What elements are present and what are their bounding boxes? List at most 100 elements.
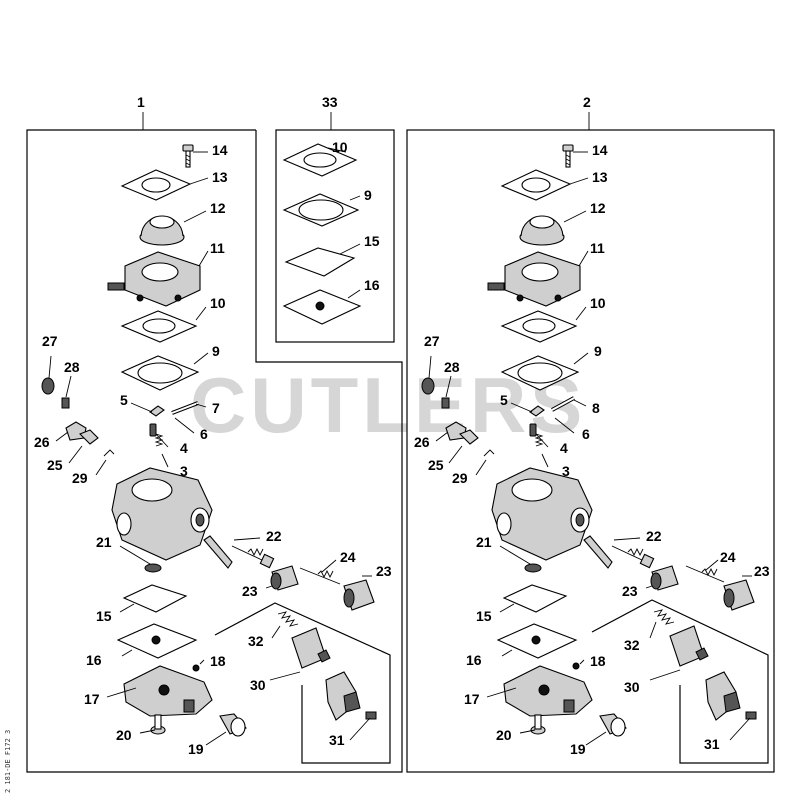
group-label-1: 1	[137, 94, 145, 110]
spring-part	[277, 611, 299, 627]
purge-bulb-part	[139, 215, 185, 246]
callout-20: 20	[116, 727, 132, 743]
pin-part	[171, 401, 199, 415]
plug-part	[219, 713, 247, 737]
limiter-cap-part	[650, 565, 679, 591]
callout-22: 22	[646, 528, 662, 544]
callout-27: 27	[42, 333, 58, 349]
callout-31: 31	[704, 736, 720, 752]
cover-part	[503, 665, 593, 717]
callout-18: 18	[590, 653, 606, 669]
valve-part	[669, 625, 709, 667]
gasket-part	[120, 355, 200, 391]
callout-29: 29	[452, 470, 468, 486]
callout-3: 3	[562, 463, 570, 479]
gasket-part	[282, 193, 360, 227]
callout-9: 9	[594, 343, 602, 359]
callout-15: 15	[96, 608, 112, 624]
callout-19: 19	[188, 741, 204, 757]
choke-lever-part	[705, 671, 741, 721]
diaphragm-part	[500, 310, 578, 343]
callout-8: 8	[592, 400, 600, 416]
diaphragm-part	[496, 623, 578, 659]
callout-4: 4	[180, 440, 188, 456]
limiter-cap-part	[723, 579, 755, 611]
callout-30: 30	[624, 679, 640, 695]
limiter-cap-part	[270, 565, 299, 591]
carburetor-assembly-2: 14 13 12 11 10 9 27 28 5 8 6 26 4 25 3 2…	[414, 142, 770, 764]
callout-10: 10	[210, 295, 226, 311]
callout-22: 22	[266, 528, 282, 544]
diaphragm-part	[282, 143, 358, 177]
fuel-fitting-part	[421, 377, 495, 457]
callout-23: 23	[242, 583, 258, 599]
callout-20: 20	[496, 727, 512, 743]
callout-4: 4	[560, 440, 568, 456]
group-label-2: 2	[583, 94, 591, 110]
callout-14: 14	[592, 142, 608, 158]
callout-24: 24	[720, 549, 736, 565]
diaphragm-part	[282, 289, 362, 325]
callout-32: 32	[624, 637, 640, 653]
adjusting-screw-part	[611, 545, 655, 569]
screw-part	[745, 711, 757, 720]
housing-part	[491, 467, 613, 569]
callout-23: 23	[376, 563, 392, 579]
callout-25: 25	[47, 457, 63, 473]
callout-5: 5	[500, 392, 508, 408]
callout-11: 11	[210, 240, 225, 256]
choke-lever-part	[325, 671, 361, 721]
callout-10: 10	[590, 295, 606, 311]
callout-14: 14	[212, 142, 228, 158]
callout-7: 7	[212, 400, 220, 416]
frame-group-1: 1	[26, 94, 403, 773]
screw-part	[150, 714, 166, 735]
needle-part	[529, 423, 537, 437]
housing-part	[111, 467, 233, 569]
callout-6: 6	[582, 426, 590, 442]
callout-26: 26	[414, 434, 430, 450]
limiter-cap-part	[343, 579, 375, 611]
adjusting-screw-part	[299, 567, 341, 585]
leader-lines	[48, 151, 372, 746]
callout-25: 25	[428, 457, 444, 473]
gasket-part	[284, 247, 356, 277]
pump-cover-part	[487, 251, 581, 307]
screw-part	[365, 711, 377, 720]
screw-part	[182, 144, 194, 168]
gasket-kit-33: 10 9 15 16	[282, 139, 380, 325]
valve-part	[291, 627, 331, 669]
diaphragm-part	[116, 623, 198, 659]
carburetor-parts-2	[421, 144, 757, 746]
frame-group-2: 2	[406, 94, 775, 773]
diaphragm-part	[120, 310, 198, 343]
callout-9: 9	[364, 187, 372, 203]
purge-bulb-part	[519, 215, 565, 246]
adjusting-screw-part	[231, 545, 275, 569]
callout-15: 15	[364, 233, 380, 249]
callout-28: 28	[64, 359, 80, 375]
needle-part	[149, 423, 157, 437]
callout-13: 13	[592, 169, 608, 185]
cover-part	[123, 665, 213, 717]
callout-16: 16	[86, 652, 102, 668]
screw-part	[530, 714, 546, 735]
callout-19: 19	[570, 741, 586, 757]
callout-17: 17	[464, 691, 480, 707]
plug-part	[599, 713, 627, 737]
gasket-part	[502, 584, 568, 613]
lever-part	[149, 405, 165, 417]
gasket-part	[122, 584, 188, 613]
callout-21: 21	[476, 534, 492, 550]
group-label-33: 33	[322, 94, 338, 110]
callout-5: 5	[120, 392, 128, 408]
callout-21: 21	[96, 534, 112, 550]
sleeve-part	[572, 662, 580, 670]
adjusting-screw-part	[685, 565, 725, 583]
sleeve-part	[192, 664, 200, 672]
callout-24: 24	[340, 549, 356, 565]
callout-15: 15	[476, 608, 492, 624]
gasket-part	[120, 169, 192, 201]
spring-part	[653, 609, 675, 625]
